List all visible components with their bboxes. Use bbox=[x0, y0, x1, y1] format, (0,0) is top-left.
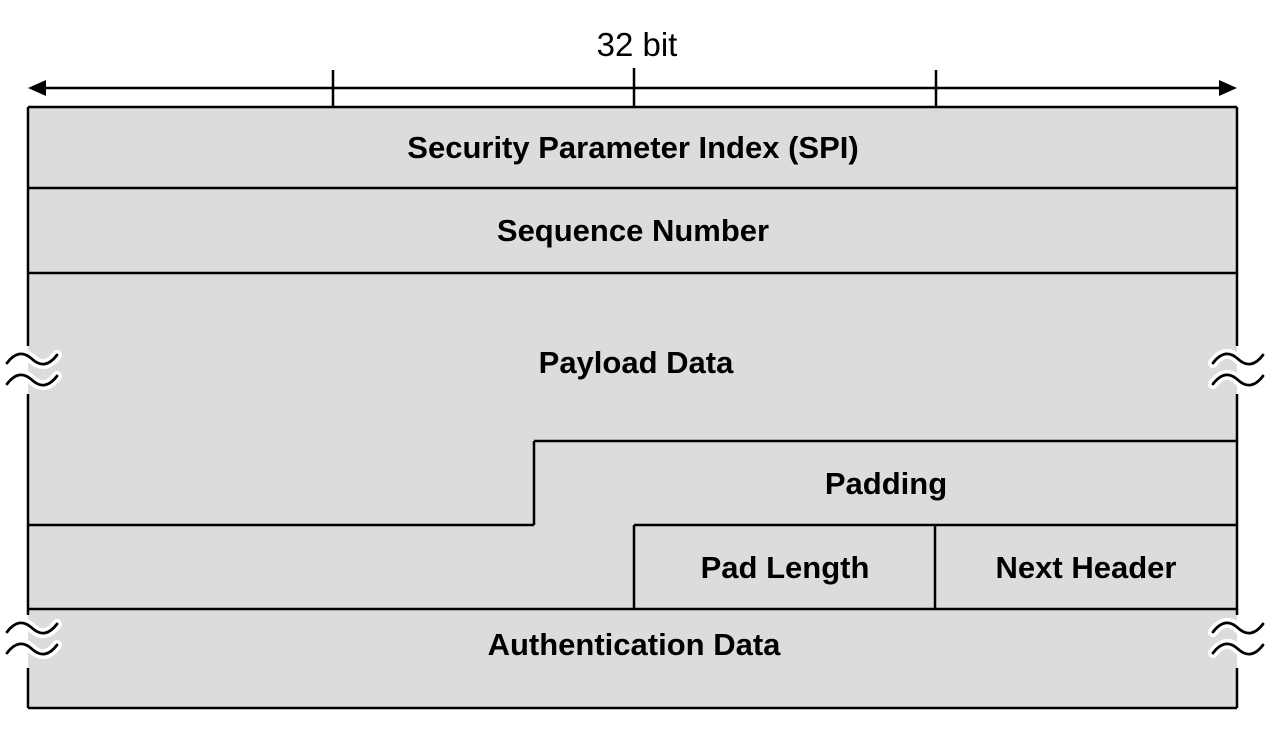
field-label-authentication-data: Authentication Data bbox=[488, 627, 782, 662]
field-label-pad-length: Pad Length bbox=[701, 550, 870, 585]
packet-outline bbox=[26, 105, 1239, 710]
field-separators bbox=[28, 186, 1237, 611]
field-label-spi: Security Parameter Index (SPI) bbox=[407, 130, 858, 165]
authentication-break-left-icon bbox=[2, 617, 62, 660]
field-label-next-header: Next Header bbox=[996, 550, 1177, 585]
scale-label: 32 bit bbox=[597, 26, 678, 63]
field-label-padding: Padding bbox=[825, 466, 947, 501]
field-label-payload-data: Payload Data bbox=[539, 345, 734, 380]
width-arrow bbox=[28, 68, 1237, 107]
arrowhead-left-icon bbox=[28, 80, 46, 96]
authentication-break-right-icon bbox=[1208, 617, 1268, 660]
field-label-sequence-number: Sequence Number bbox=[497, 213, 769, 248]
break-marks bbox=[2, 348, 1268, 660]
packet-body-fill bbox=[28, 107, 1237, 708]
payload-break-right-icon bbox=[1208, 348, 1268, 391]
arrowhead-right-icon bbox=[1219, 80, 1237, 96]
payload-break-left-icon bbox=[2, 348, 62, 391]
